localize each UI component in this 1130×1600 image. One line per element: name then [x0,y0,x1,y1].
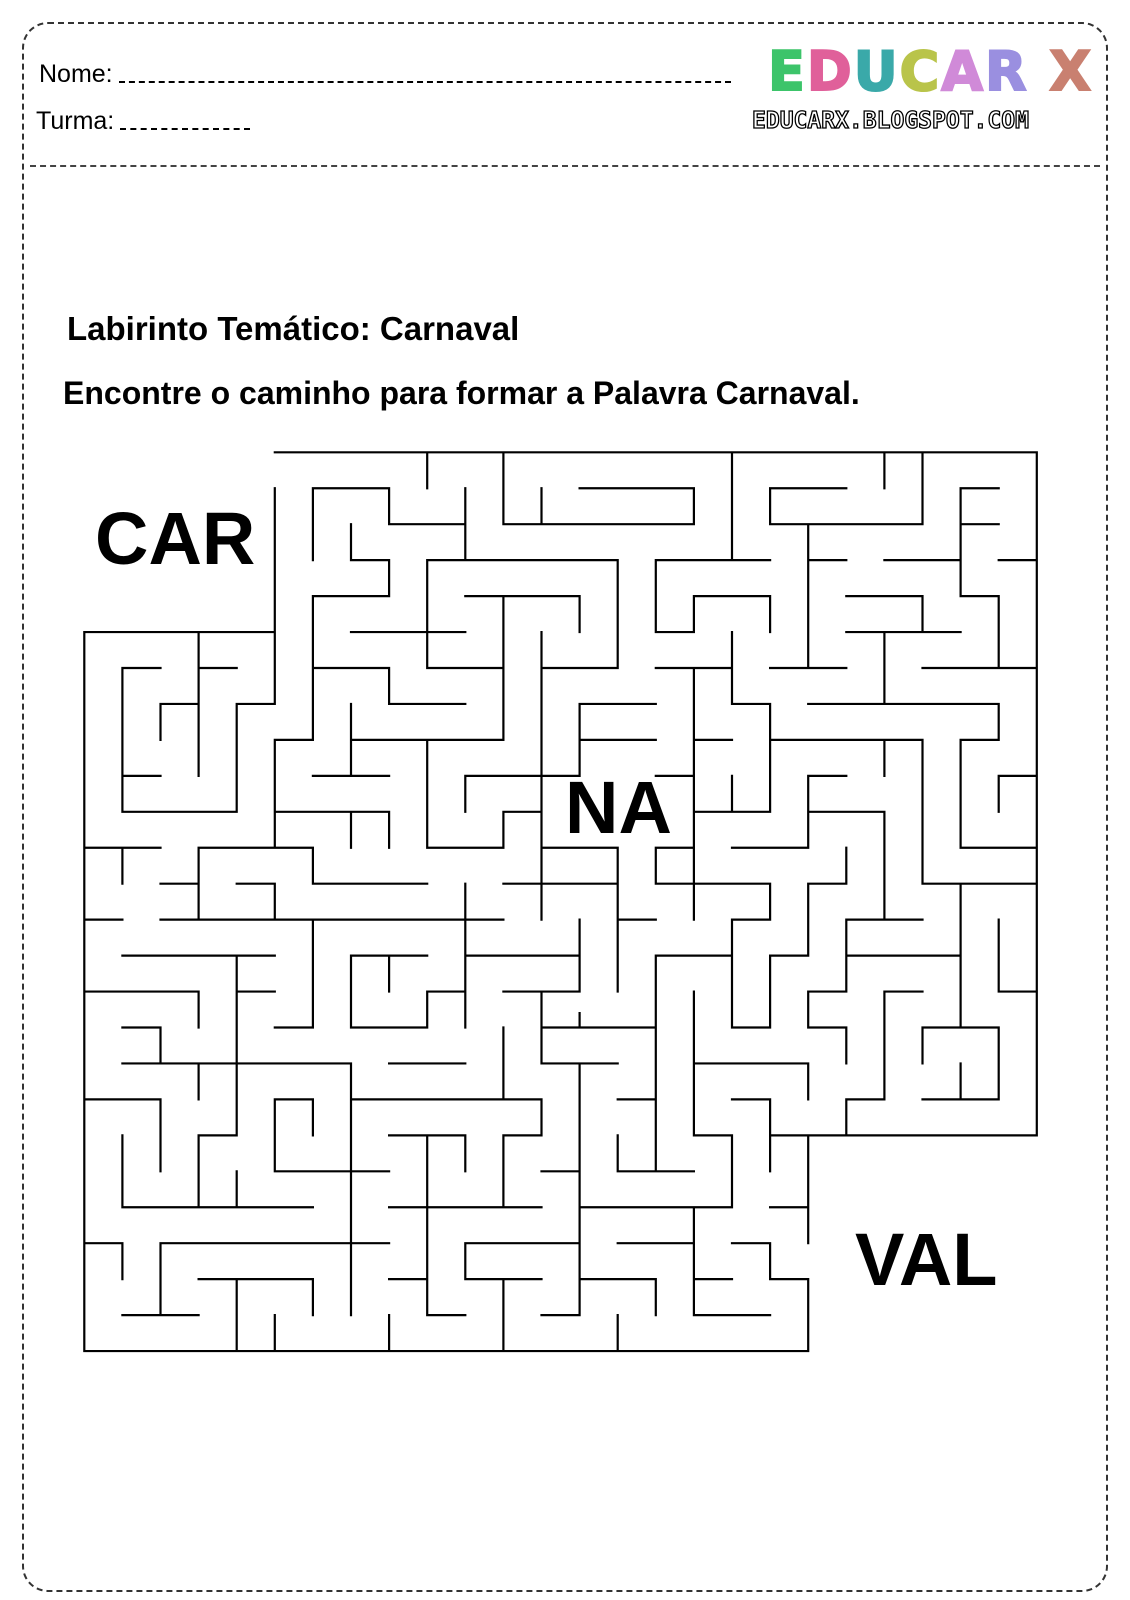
name-blank-line[interactable] [118,80,731,83]
worksheet-border [22,22,1108,1592]
worksheet-title: Labirinto Temático: Carnaval [67,310,520,347]
class-label: Turma: [36,107,115,135]
logo-letter: E [767,39,807,104]
maze-start-label: CAR [95,497,256,580]
maze-middle-label: NA [565,766,672,849]
maze-end-label: VAL [855,1218,998,1301]
logo-letter: D [806,39,854,104]
header-divider [30,165,1100,167]
educarx-logo: EDUCAR X [767,39,1094,104]
worksheet-instruction: Encontre o caminho para formar a Palavra… [63,375,860,411]
logo-letter: U [853,39,900,104]
class-blank-line[interactable] [120,127,251,130]
logo-letter: C [899,39,942,104]
logo-letter: R [984,39,1029,104]
site-url: EDUCARX.BLOGSPOT.COM [751,107,1029,134]
maze-walls [84,452,1036,1351]
class-field[interactable]: Turma: [36,107,251,136]
name-field[interactable]: Nome: [39,60,731,89]
logo-letter: A [940,39,986,104]
name-label: Nome: [39,60,113,88]
logo-letter: X [1048,39,1094,104]
